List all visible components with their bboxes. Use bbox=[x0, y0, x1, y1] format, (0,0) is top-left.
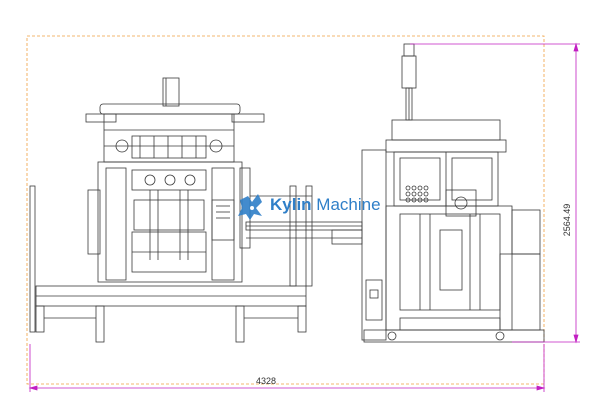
width-dimension bbox=[28, 344, 546, 392]
height-dimension-label: 2564.49 bbox=[562, 204, 572, 237]
kylin-logo-icon bbox=[238, 194, 262, 220]
width-dimension-label: 4328 bbox=[256, 376, 276, 386]
height-dimension bbox=[410, 42, 580, 344]
dashed-frame bbox=[26, 35, 545, 385]
left-machine bbox=[29, 77, 363, 343]
watermark-brand: Kylin Machine bbox=[270, 195, 381, 214]
watermark-brand-rest: Machine bbox=[312, 195, 381, 214]
watermark-brand-bold: Kylin bbox=[270, 195, 312, 214]
right-machine bbox=[361, 43, 545, 343]
